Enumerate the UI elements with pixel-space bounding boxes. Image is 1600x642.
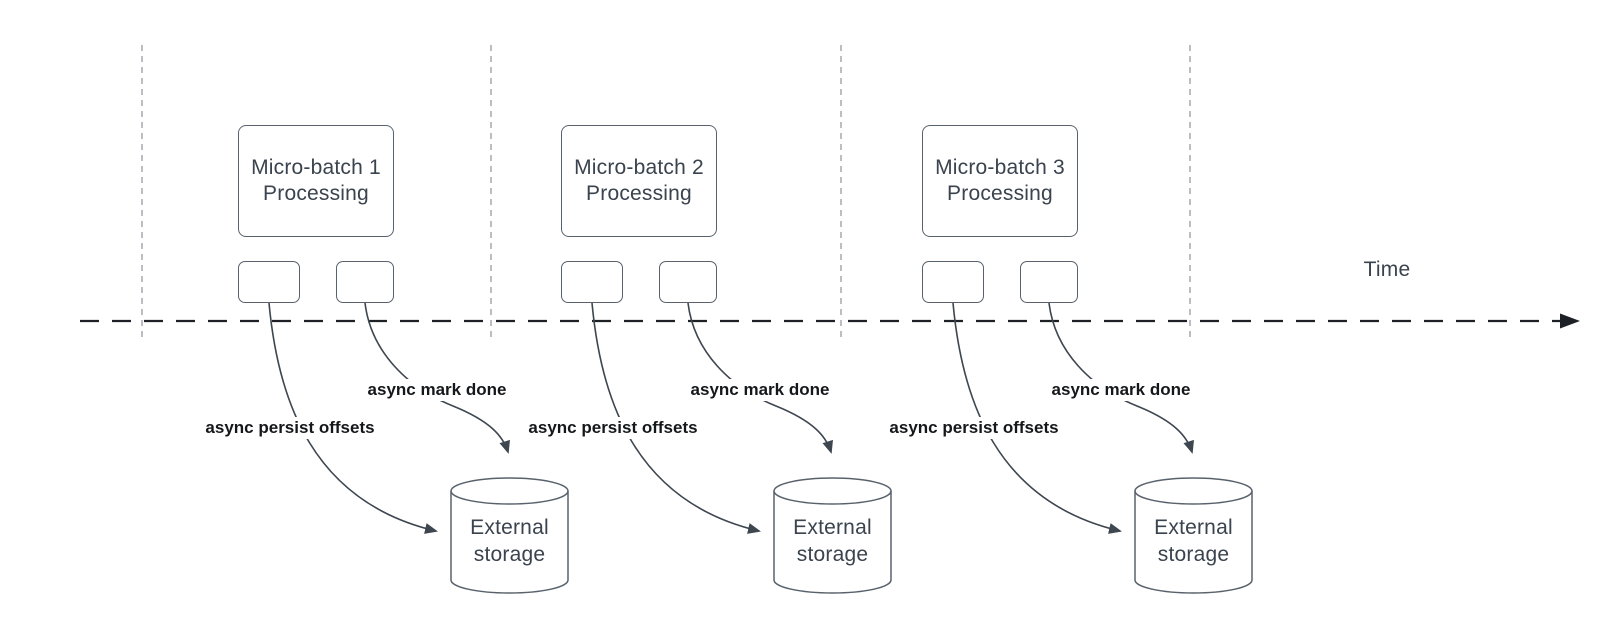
storage-label-line1: External	[793, 516, 872, 539]
async-mark-done-label: async mark done	[364, 379, 510, 401]
micro-batch-3-processing-box: Micro-batch 3 Processing	[922, 125, 1078, 237]
persist-offsets-task-box	[561, 261, 623, 303]
box-title-line1: Micro-batch 2	[574, 156, 704, 179]
box-title-line1: Micro-batch 3	[935, 156, 1065, 179]
mark-done-task-box	[336, 261, 394, 303]
mark-done-task-box	[1020, 261, 1078, 303]
storage-label-line2: storage	[473, 543, 546, 566]
async-mark-done-label: async mark done	[687, 379, 833, 401]
async-persist-offsets-label: async persist offsets	[525, 417, 701, 439]
box-title-line1: Micro-batch 1	[251, 156, 381, 179]
async-mark-done-label: async mark done	[1048, 379, 1194, 401]
storage-label-line2: storage	[796, 543, 869, 566]
mark-done-task-box	[659, 261, 717, 303]
box-title-line2: Processing	[586, 182, 692, 205]
async-persist-offsets-label: async persist offsets	[886, 417, 1062, 439]
time-axis-label: Time	[1363, 258, 1411, 281]
box-title-line2: Processing	[947, 182, 1053, 205]
storage-label-line2: storage	[1157, 543, 1230, 566]
async-persist-offsets-label: async persist offsets	[202, 417, 378, 439]
box-title-line2: Processing	[263, 182, 369, 205]
micro-batch-2-processing-box: Micro-batch 2 Processing	[561, 125, 717, 237]
storage-label-line1: External	[470, 516, 549, 539]
persist-offsets-task-box	[238, 261, 300, 303]
external-storage-label: External storage	[1135, 514, 1252, 568]
storage-label-line1: External	[1154, 516, 1233, 539]
time-axis-arrowhead	[1560, 313, 1580, 329]
micro-batch-1-processing-box: Micro-batch 1 Processing	[238, 125, 394, 237]
external-storage-label: External storage	[451, 514, 568, 568]
external-storage-label: External storage	[774, 514, 891, 568]
persist-offsets-task-box	[922, 261, 984, 303]
